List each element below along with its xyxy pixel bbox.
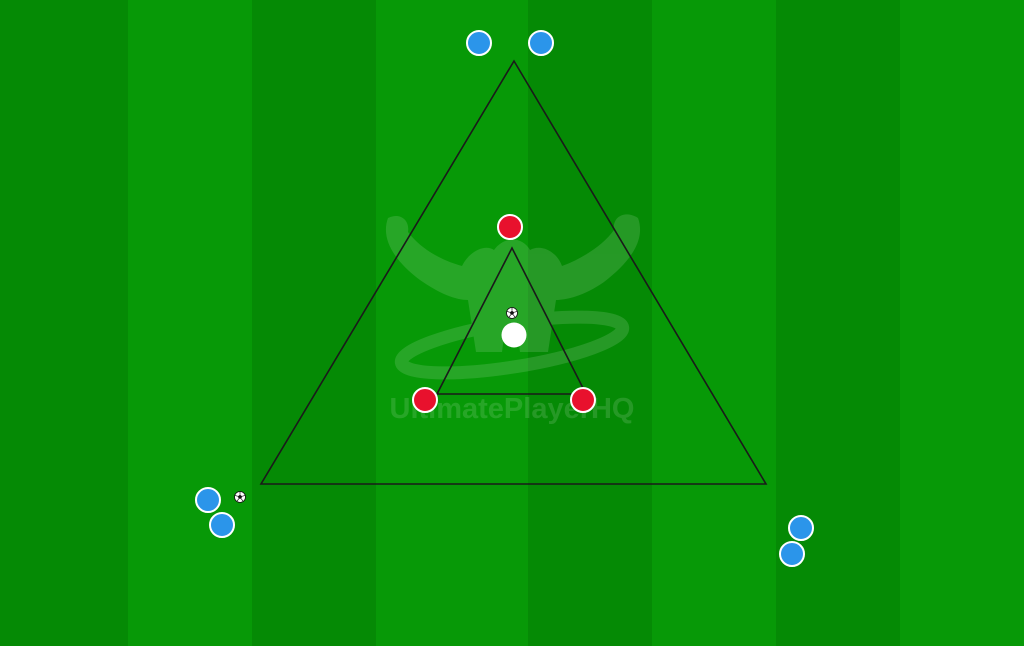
blue-player-bottom-right-2[interactable] (779, 541, 805, 567)
red-player-right[interactable] (570, 387, 596, 413)
soccer-ball-icon[interactable] (234, 491, 246, 503)
grass-stripe (652, 0, 776, 646)
blue-player-top-right[interactable] (528, 30, 554, 56)
blue-player-bottom-right-1[interactable] (788, 515, 814, 541)
soccer-ball-icon[interactable] (506, 307, 518, 319)
outer-triangle (259, 59, 768, 485)
grass-stripe (128, 0, 252, 646)
center-cone[interactable] (501, 322, 527, 348)
inner-triangle (435, 246, 588, 395)
grass-stripe (900, 0, 1024, 646)
blue-players (195, 30, 814, 567)
watermark-player-silhouette (385, 214, 641, 352)
grass-stripe (528, 0, 652, 646)
watermark-ring (394, 310, 630, 380)
blue-player-bottom-left-1[interactable] (195, 487, 221, 513)
grass-stripe (252, 0, 376, 646)
blue-player-bottom-left-2[interactable] (209, 512, 235, 538)
red-player-top[interactable] (497, 214, 523, 240)
grass-stripe (0, 0, 128, 646)
grass-stripe (376, 0, 528, 646)
red-players (412, 214, 596, 413)
red-player-left[interactable] (412, 387, 438, 413)
blue-player-top-left[interactable] (466, 30, 492, 56)
